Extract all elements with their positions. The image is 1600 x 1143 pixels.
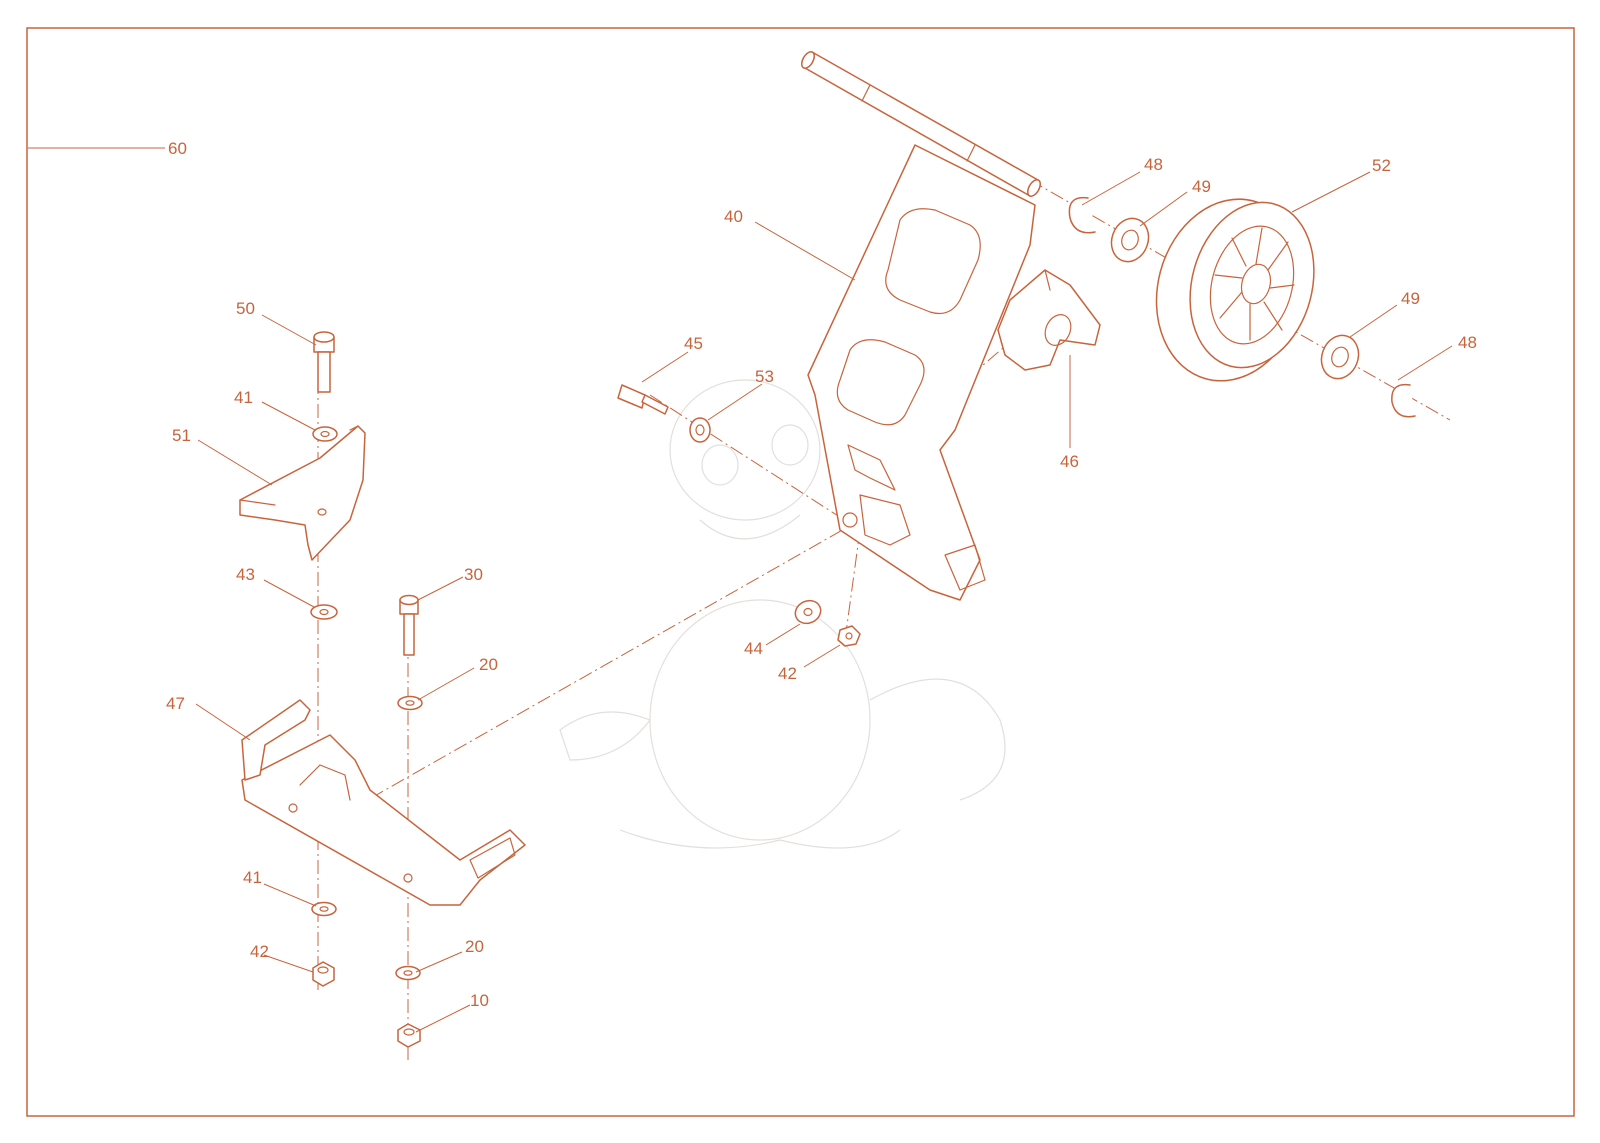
callout-47: 47 — [166, 694, 185, 713]
leader-lines — [28, 147, 1453, 1033]
callout-41-upper: 41 — [234, 388, 253, 407]
washer-43-part — [310, 604, 338, 620]
callout-48-lower: 48 — [1458, 333, 1477, 352]
callout-20-lower: 20 — [465, 937, 484, 956]
washer-upper — [1110, 217, 1150, 263]
callout-49-upper: 49 — [1192, 177, 1211, 196]
nut-42-center-part — [837, 625, 861, 647]
washer-41-upper-part — [312, 426, 338, 442]
callout-53: 53 — [755, 367, 774, 386]
callout-20-upper: 20 — [479, 655, 498, 674]
callout-48-upper: 48 — [1144, 155, 1163, 174]
callout-49-lower: 49 — [1401, 289, 1420, 308]
e-clip-upper — [1068, 196, 1096, 234]
main-bracket-part — [807, 144, 1036, 601]
clamp-block-part — [997, 269, 1101, 371]
callout-45: 45 — [684, 334, 703, 353]
callout-50: 50 — [236, 299, 255, 318]
lever-bracket-51-part — [239, 425, 366, 561]
wheel-part — [1155, 198, 1315, 382]
washer-lower — [1320, 334, 1360, 380]
callout-60: 60 — [168, 139, 187, 158]
drawing-frame — [26, 27, 1575, 1117]
dragon-watermark — [559, 379, 1006, 849]
washer-53-part — [689, 417, 711, 443]
e-clip-lower — [1391, 383, 1416, 418]
callout-10: 10 — [470, 991, 489, 1010]
callout-labels: 60 40 48 49 52 49 48 45 53 46 50 41 51 4… — [166, 139, 1477, 1010]
callout-46: 46 — [1060, 452, 1079, 471]
callout-44: 44 — [744, 639, 763, 658]
callout-52: 52 — [1372, 156, 1391, 175]
callout-30: 30 — [464, 565, 483, 584]
washer-44-part — [794, 599, 822, 625]
base-plate-47-part — [241, 699, 526, 906]
nut-10-part — [397, 1023, 421, 1048]
nut-42-lower-part — [312, 961, 335, 987]
callout-51: 51 — [172, 426, 191, 445]
callout-42-lower: 42 — [250, 942, 269, 961]
callout-43: 43 — [236, 565, 255, 584]
callout-40: 40 — [724, 207, 743, 226]
washer-41-lower-part — [311, 901, 337, 917]
callout-42-center: 42 — [778, 664, 797, 683]
shoulder-screw-part — [617, 384, 669, 415]
cap-screw-50-part — [313, 331, 335, 393]
washer-20-lower-part — [395, 965, 421, 981]
cap-screw-30-part — [399, 594, 419, 656]
callout-41-lower: 41 — [243, 868, 262, 887]
washer-20-upper-part — [397, 695, 423, 711]
shaft-part — [801, 51, 1041, 197]
